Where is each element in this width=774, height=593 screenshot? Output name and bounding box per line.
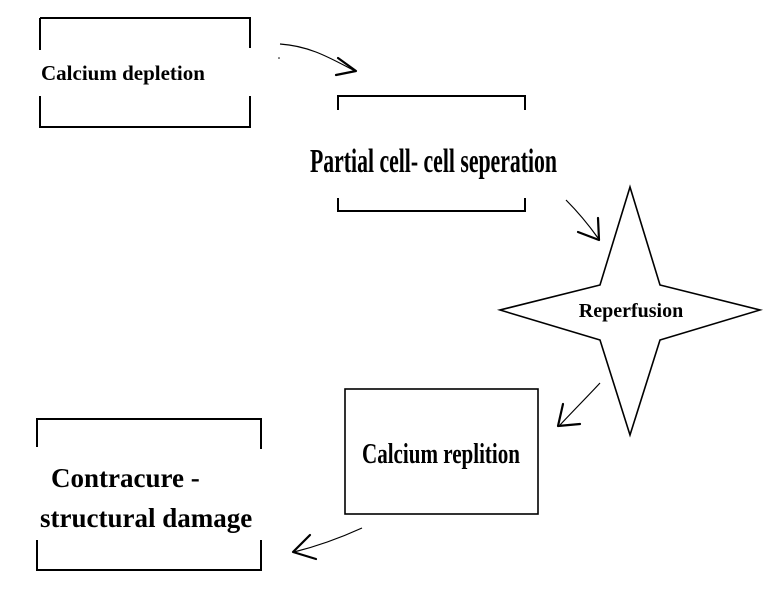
bracket-top (337, 95, 526, 110)
node-reperfusion: Reperfusion (496, 184, 764, 438)
replition-box (344, 388, 539, 515)
partial-separation-label: Partial cell- cell seperation (310, 143, 557, 180)
node-partial-separation: Partial cell- cell seperation (310, 95, 557, 212)
reperfusion-label: Reperfusion (579, 300, 683, 322)
node-calcium-replition: Calcium replition (344, 388, 539, 515)
arrow-reperfusion-to-replition (556, 382, 601, 428)
bracket-bottom (36, 540, 262, 571)
arrow-depletion-to-separation (278, 43, 358, 77)
bracket-bottom (39, 96, 251, 128)
star-shape (496, 184, 764, 438)
arrow-replition-to-contracure (291, 527, 363, 561)
arrow-separation-to-reperfusion (565, 199, 601, 242)
bracket-top (36, 418, 262, 449)
bracket-bottom (337, 198, 526, 212)
calcium-replition-label: Calcium replition (362, 439, 520, 470)
contracure-label-line1: Contracure - (51, 463, 200, 493)
bracket-left (39, 17, 251, 50)
contracure-label-line2: structural damage (40, 503, 252, 533)
node-contracure: Contracure - structural damage (36, 418, 262, 571)
node-calcium-depletion: Calcium depletion (39, 17, 251, 128)
calcium-depletion-label: Calcium depletion (41, 61, 205, 85)
